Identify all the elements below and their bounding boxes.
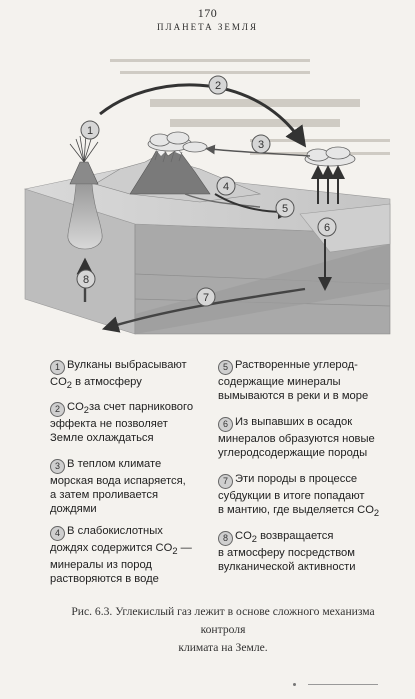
page-number: 170 [197,6,218,20]
marker-7: 7 [196,287,216,307]
marker-3: 3 [251,134,271,154]
svg-text:1: 1 [87,125,93,137]
svg-text:8: 8 [83,274,89,286]
svg-text:7: 7 [203,292,209,304]
legend-badge: 8 [218,531,233,546]
svg-text:5: 5 [282,203,288,215]
marker-1: 1 [80,120,100,140]
marker-5: 5 [275,198,295,218]
svg-text:2: 2 [215,80,221,92]
evaporation-cloud [304,146,356,167]
svg-text:4: 4 [223,181,229,193]
legend-badge: 3 [50,459,65,474]
marker-6: 6 [317,217,337,237]
volcano [69,161,99,185]
svg-text:6: 6 [324,222,330,234]
legend-badge: 7 [218,474,233,489]
marker-4: 4 [216,176,236,196]
marker-8: 8 [76,269,96,289]
svg-text:3: 3 [258,139,264,151]
subducting-plate [135,244,390,334]
legend-badge: 6 [218,417,233,432]
river [184,193,261,208]
running-title: ПЛАНЕТА ЗЕМЛЯ [156,22,258,32]
mountain-snow [156,144,182,156]
legend-badge: 4 [50,526,65,541]
arrow-co2-to-atmosphere [99,83,307,148]
magma-chamber [67,183,103,250]
mountain-peaks [129,143,211,195]
legend-badge: 2 [50,402,65,417]
marker-2: 2 [208,75,228,95]
footer-rule [308,684,378,685]
legend-badge: 5 [218,360,233,375]
volcanic-plume [69,133,99,163]
footer-dot [293,683,296,686]
figure-caption: Рис. 6.3. Углекислый газ лежит в основе … [71,605,375,654]
rain-cloud [147,131,208,163]
legend-badge: 1 [50,360,65,375]
carbon-cycle-diagram: 1 2 3 4 5 6 7 8 [23,59,391,335]
